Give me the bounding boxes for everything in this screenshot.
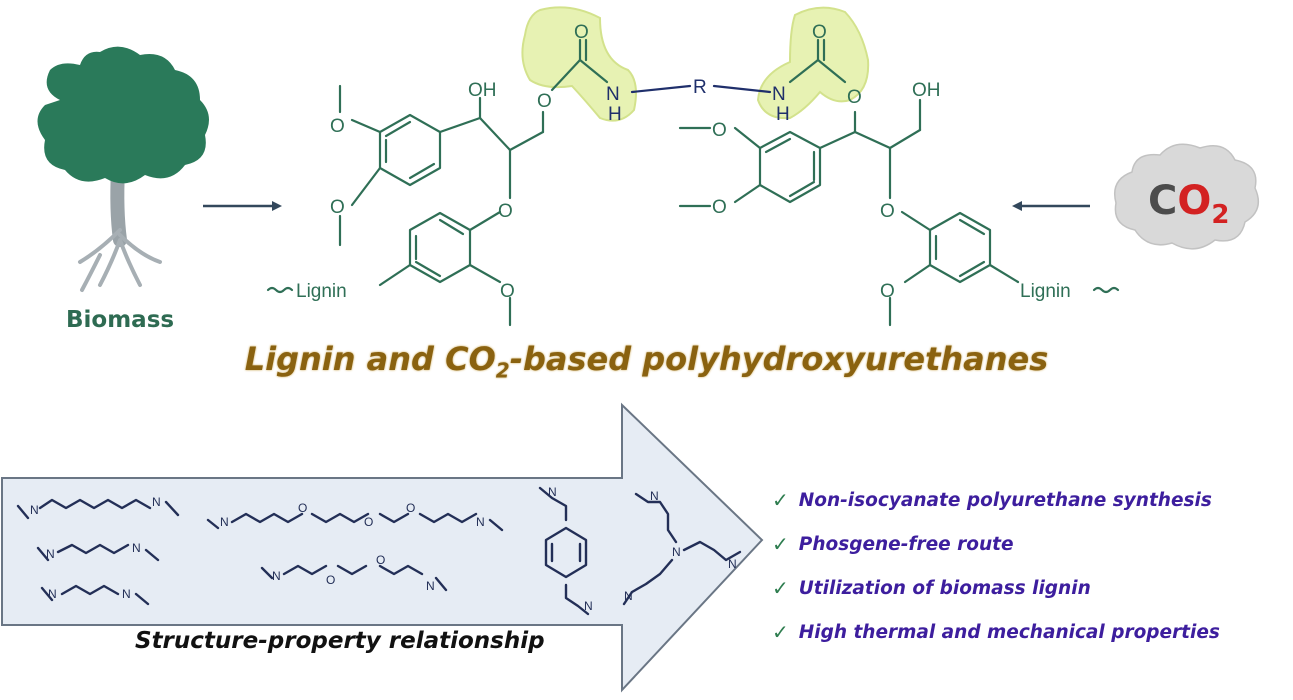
check-icon: ✓ bbox=[772, 576, 789, 600]
check-icon: ✓ bbox=[772, 620, 789, 644]
amine-n: N bbox=[728, 557, 737, 571]
amine-n: N bbox=[152, 495, 161, 509]
ether-o: O bbox=[326, 573, 335, 587]
tree-icon bbox=[37, 46, 209, 292]
ether-o: O bbox=[406, 501, 415, 515]
amine-n: N bbox=[650, 489, 659, 503]
o-label-11: O bbox=[500, 281, 515, 302]
amine-n: N bbox=[132, 541, 141, 555]
o-label-5: O bbox=[574, 22, 589, 43]
o-label-4: O bbox=[537, 91, 552, 112]
benefit-item: ✓ Non-isocyanate polyurethane synthesis bbox=[772, 478, 1220, 522]
benefit-item: ✓ Phosgene-free route bbox=[772, 522, 1220, 566]
check-icon: ✓ bbox=[772, 532, 789, 556]
benefit-item: ✓ Utilization of biomass lignin bbox=[772, 566, 1220, 610]
co2-cloud-icon bbox=[1114, 143, 1260, 250]
amine-n: N bbox=[548, 485, 557, 499]
main-title: Lignin and CO2-based polyhydroxyurethane… bbox=[244, 340, 1049, 383]
amine-n: N bbox=[584, 599, 593, 613]
lignin-label-left: Lignin bbox=[296, 281, 347, 302]
r-label: R bbox=[693, 77, 707, 98]
n-label-left: N bbox=[606, 84, 620, 105]
benefit-text: Utilization of biomass lignin bbox=[798, 577, 1091, 599]
benefit-item: ✓ High thermal and mechanical properties bbox=[772, 610, 1220, 654]
o-label-1: O bbox=[330, 116, 345, 137]
amine-n: N bbox=[672, 545, 681, 559]
o-label-8: O bbox=[712, 120, 727, 141]
oh-label-right: OH bbox=[912, 80, 941, 101]
biomass-label: Biomass bbox=[66, 307, 175, 333]
amine-n: N bbox=[122, 587, 131, 601]
h-label-right: H bbox=[776, 104, 790, 125]
urethane-highlight-left bbox=[521, 6, 637, 122]
o-label-6: O bbox=[812, 22, 827, 43]
left-lignin-unit bbox=[266, 38, 772, 327]
benefit-text: Non-isocyanate polyurethane synthesis bbox=[798, 489, 1212, 511]
o-label-10: O bbox=[880, 201, 895, 222]
benefit-text: Phosgene-free route bbox=[798, 533, 1014, 555]
o-label-3: O bbox=[498, 201, 513, 222]
ether-o: O bbox=[364, 515, 373, 529]
structure-property-caption: Structure-property relationship bbox=[135, 628, 545, 654]
amine-n: N bbox=[426, 579, 435, 593]
h-label-left: H bbox=[608, 104, 622, 125]
co2-label: CO2 bbox=[1148, 178, 1230, 230]
amine-n: N bbox=[46, 547, 55, 561]
right-arrow bbox=[1012, 201, 1090, 211]
benefit-text: High thermal and mechanical properties bbox=[798, 621, 1220, 643]
amine-n: N bbox=[220, 515, 229, 529]
o-label-7: O bbox=[847, 87, 862, 108]
right-lignin-unit bbox=[678, 38, 1120, 327]
left-arrow bbox=[203, 201, 282, 211]
amine-n: N bbox=[624, 589, 633, 603]
diamine-structures: N N N N N N N O O O N N O O N N N N N bbox=[16, 485, 742, 616]
benefits-list: ✓ Non-isocyanate polyurethane synthesis ✓… bbox=[772, 478, 1220, 654]
o-label-9: O bbox=[712, 197, 727, 218]
amine-n: N bbox=[476, 515, 485, 529]
amine-n: N bbox=[48, 587, 57, 601]
n-label-right: N bbox=[772, 84, 786, 105]
amine-n: N bbox=[272, 569, 281, 583]
ether-o: O bbox=[376, 553, 385, 567]
o-label-2: O bbox=[330, 197, 345, 218]
check-icon: ✓ bbox=[772, 488, 789, 512]
o-label-12: O bbox=[880, 281, 895, 302]
amine-n: N bbox=[30, 503, 39, 517]
ether-o: O bbox=[298, 501, 307, 515]
lignin-label-right: Lignin bbox=[1020, 281, 1071, 302]
chem-labels: OH O O O O O N H R N H O O OH O O O O O … bbox=[296, 22, 1071, 302]
oh-label-left: OH bbox=[468, 80, 497, 101]
big-arrow bbox=[1, 402, 764, 693]
